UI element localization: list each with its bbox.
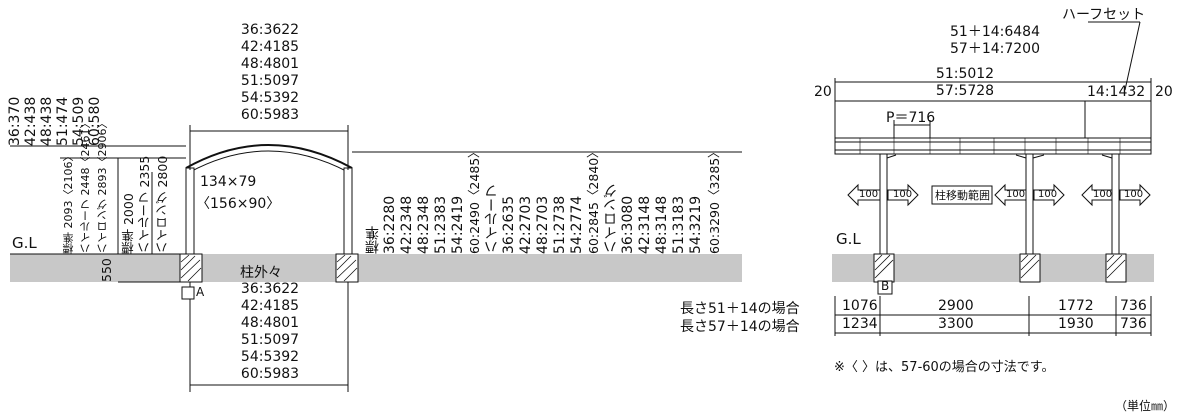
clearance-col: 48:2348 bbox=[416, 195, 432, 254]
clearance-col: 51:2383 bbox=[433, 195, 449, 254]
top-length-60: 60:5983 bbox=[240, 107, 300, 123]
top-length-stack: 36:3622 42:4185 48:4801 51:5097 54:5392 … bbox=[222, 22, 318, 124]
main-length-stack: 51:5012 57:5728 bbox=[910, 66, 1020, 100]
move-value: 100 bbox=[1124, 189, 1144, 200]
top-length-48: 48:4801 bbox=[240, 56, 300, 72]
foundation-depth: 550 bbox=[99, 258, 114, 282]
clearance-col: 42:2703 bbox=[518, 195, 534, 254]
eave-height-highlong: ハイロング 2800 bbox=[155, 155, 170, 254]
clearance-col: 36:2280 bbox=[382, 195, 398, 254]
note: ※〈 〉は、57-60の場合の寸法です。 bbox=[834, 360, 1055, 375]
extension-length: 14:1432 bbox=[1087, 84, 1146, 100]
main-length-57: 57:5728 bbox=[935, 83, 995, 99]
arch-roof bbox=[185, 144, 353, 169]
half-set-label: ハーフセット bbox=[1062, 7, 1146, 23]
move-value: 100 bbox=[859, 189, 879, 200]
row-57-value: 1234 bbox=[842, 316, 878, 332]
top-length-54: 54:5392 bbox=[240, 90, 300, 106]
clearance-col: 54:3219 bbox=[688, 195, 704, 254]
top-length-36: 36:3622 bbox=[240, 22, 300, 38]
section-mark-b: B bbox=[881, 279, 890, 293]
clearance-col: 36:2635 bbox=[501, 195, 517, 254]
clearance-col: 51:2738 bbox=[552, 195, 568, 254]
eave-height-standard: 標準 2000 bbox=[121, 193, 136, 254]
main-length-51: 51:5012 bbox=[935, 66, 995, 82]
move-value: 100 bbox=[893, 189, 913, 200]
roof-height-highlong: ハイロング 2893〈2906〉 bbox=[96, 117, 109, 255]
clearance-col: 60:2490〈2485〉 bbox=[467, 145, 482, 254]
arrow-right-1 bbox=[887, 183, 919, 207]
clearance-col: 51:3183 bbox=[671, 195, 687, 254]
total-length-51: 51＋14:6484 bbox=[950, 24, 1040, 40]
section-mark-a: A bbox=[196, 285, 205, 299]
bottom-length-60: 60:5983 bbox=[240, 366, 300, 382]
unit-label: （単位㎜） bbox=[1115, 399, 1176, 413]
overall-height-48: 48:438 bbox=[39, 96, 55, 146]
total-length-stack: 51＋14:6484 57＋14:7200 bbox=[930, 24, 1060, 58]
bottom-length-42: 42:4185 bbox=[240, 298, 300, 314]
ground-band-left bbox=[10, 254, 742, 282]
move-range-label: 柱移動範囲 bbox=[935, 189, 990, 202]
row-label-51: 長さ51＋14の場合 bbox=[680, 301, 800, 317]
overall-height-51: 51:474 bbox=[55, 96, 71, 146]
clearance-col: 標準 bbox=[365, 226, 381, 254]
ground-label-left: G.L bbox=[12, 234, 37, 252]
post-size-alt: 〈156×90〉 bbox=[196, 196, 281, 212]
move-value: 100 bbox=[1006, 189, 1026, 200]
right-foundation-2 bbox=[1019, 253, 1041, 283]
row-57-value: 1930 bbox=[1058, 316, 1094, 332]
arrow-right-3 bbox=[1119, 183, 1151, 207]
overall-height-42: 42:438 bbox=[23, 96, 39, 146]
row-51-value: 2900 bbox=[938, 298, 974, 314]
top-length-42: 42:4185 bbox=[240, 39, 300, 55]
row-57-value: 736 bbox=[1120, 316, 1147, 332]
eave-height-highroof: ハイルーフ 2355 bbox=[137, 155, 152, 254]
clearance-col: 48:2703 bbox=[535, 195, 551, 254]
move-value: 100 bbox=[1093, 189, 1113, 200]
row-51-value: 736 bbox=[1120, 298, 1147, 314]
clearance-col: 60:2845〈2840〉 bbox=[586, 145, 601, 254]
clearance-col: ハイルーフ bbox=[484, 184, 500, 254]
ground-label-right: G.L bbox=[836, 230, 861, 248]
bottom-length-51: 51:5097 bbox=[240, 332, 300, 348]
row-51-value: 1076 bbox=[842, 298, 878, 314]
row-51-value: 1772 bbox=[1058, 298, 1094, 314]
bottom-length-54: 54:5392 bbox=[240, 349, 300, 365]
clearance-col: 54:2419 bbox=[450, 195, 466, 254]
clearance-col: ハイロング bbox=[603, 184, 619, 254]
row-label-57: 長さ57＋14の場合 bbox=[680, 319, 800, 335]
clearance-col: 42:2348 bbox=[399, 195, 415, 254]
clearance-col: 54:2774 bbox=[569, 195, 585, 254]
bottom-length-48: 48:4801 bbox=[240, 315, 300, 331]
arch-roof-inner bbox=[189, 150, 349, 173]
bottom-length-stack: 36:3622 42:4185 48:4801 51:5097 54:5392 … bbox=[222, 281, 318, 383]
total-length-57: 57＋14:7200 bbox=[950, 41, 1040, 57]
move-value: 100 bbox=[1038, 189, 1058, 200]
top-length-51: 51:5097 bbox=[240, 73, 300, 89]
overall-height-36: 36:370 bbox=[7, 96, 23, 146]
clearance-col: 36:3080 bbox=[620, 195, 636, 254]
arrow-left-2 bbox=[994, 183, 1027, 207]
move-label-box bbox=[931, 185, 993, 205]
pillar-outer-label: 柱外々 bbox=[240, 265, 282, 281]
overhang-left: 20 bbox=[814, 84, 832, 100]
section-mark-a-box bbox=[181, 286, 195, 300]
clearance-col: 42:3148 bbox=[637, 195, 653, 254]
clearance-col: 48:3148 bbox=[654, 195, 670, 254]
arrow-left-1 bbox=[847, 183, 881, 207]
roof-height-highroof: ハイルーフ 2448〈2461〉 bbox=[79, 117, 92, 255]
pitch-label: P＝716 bbox=[886, 110, 936, 126]
clearance-col: 60:3290〈3285〉 bbox=[707, 145, 722, 254]
post-size: 134×79 bbox=[200, 174, 257, 190]
bottom-length-36: 36:3622 bbox=[240, 281, 300, 297]
row-57-value: 3300 bbox=[938, 316, 974, 332]
roof-height-standard: 標準 2093〈2106〉 bbox=[62, 150, 75, 255]
overhang-right: 20 bbox=[1155, 84, 1173, 100]
arrow-left-3 bbox=[1081, 183, 1113, 207]
right-foundation-3 bbox=[1105, 253, 1127, 283]
arrow-right-2 bbox=[1033, 183, 1065, 207]
section-mark-b-box bbox=[877, 280, 893, 295]
